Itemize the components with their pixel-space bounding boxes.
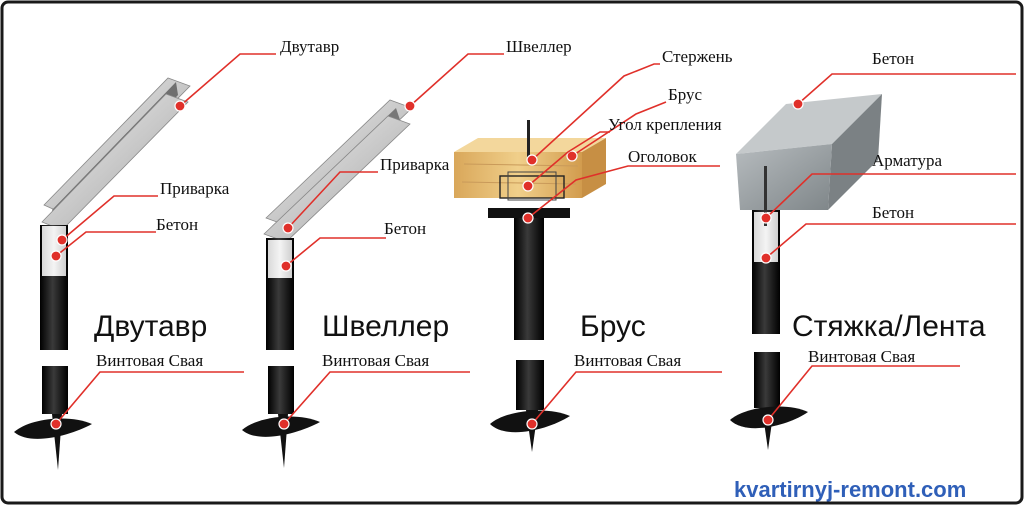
timber-pile-pipe	[514, 218, 544, 340]
dot-i-beam	[174, 100, 186, 112]
channel-pile-lower	[268, 366, 294, 414]
watermark-link[interactable]: kvartirnyj-remont.com	[734, 477, 966, 502]
leader-line	[283, 371, 470, 425]
timber-side	[582, 138, 606, 198]
i-beam-pile-lower	[42, 366, 68, 414]
title-strip: Стяжка/Лента	[792, 310, 986, 343]
label-channel-pile: Винтовая Свая	[322, 351, 429, 370]
label-timber-rod: Стержень	[662, 47, 733, 66]
dot-timber-corner	[522, 180, 534, 192]
leader-line	[765, 173, 1016, 219]
column-strip: Бетон Арматура Бетон Винтовая Свая Стяжк…	[730, 49, 1016, 450]
label-i-beam-concrete: Бетон	[156, 215, 198, 234]
strip-block-side	[828, 94, 882, 210]
dot-timber-cap	[522, 212, 534, 224]
channel-concrete-fill	[268, 240, 292, 278]
dot-channel	[404, 100, 416, 112]
strip-rebar	[764, 166, 767, 226]
dot-channel-concrete	[280, 260, 292, 272]
label-timber-corner: Угол крепления	[608, 115, 722, 134]
timber-corner-bracket	[499, 175, 565, 199]
label-channel-concrete: Бетон	[384, 219, 426, 238]
label-i-beam-weld: Приварка	[160, 179, 230, 198]
dot-timber-rod	[526, 154, 538, 166]
label-strip-rebar: Арматура	[872, 151, 942, 170]
leader-line	[61, 195, 158, 241]
title-i-beam: Двутавр	[94, 310, 207, 343]
column-timber: Стержень Брус Угол крепления Оголовок Ви…	[454, 47, 733, 452]
timber-rod	[527, 120, 530, 160]
label-strip-pile: Винтовая Свая	[808, 347, 915, 366]
label-timber-cap: Оголовок	[628, 147, 697, 166]
leader-line	[55, 231, 156, 257]
label-channel: Швеллер	[506, 37, 572, 56]
leader-line	[531, 371, 722, 425]
label-i-beam: Двутавр	[280, 37, 339, 56]
column-i-beam: Двутавр Приварка Бетон Винтовая Свая Дву…	[14, 37, 339, 470]
label-i-beam-pile: Винтовая Свая	[96, 351, 203, 370]
strip-block-top	[736, 94, 882, 154]
dot-channel-weld	[282, 222, 294, 234]
timber-beam	[454, 152, 582, 198]
dot-i-beam-pile	[50, 418, 62, 430]
label-strip-concrete: Бетон	[872, 203, 914, 222]
title-timber: Брус	[580, 310, 646, 343]
label-timber-pile: Винтовая Свая	[574, 351, 681, 370]
leader-line	[767, 365, 960, 421]
timber-pile-lower	[516, 360, 544, 410]
dot-channel-pile	[278, 418, 290, 430]
dot-strip-rebar	[760, 212, 772, 224]
leader-line	[527, 131, 610, 187]
label-timber-beam: Брус	[668, 85, 703, 104]
leader-line	[409, 53, 504, 107]
leader-line	[287, 171, 378, 229]
leader-line	[797, 73, 1016, 105]
leader-line	[55, 371, 244, 425]
dot-i-beam-weld	[56, 234, 68, 246]
dot-strip-concrete	[760, 252, 772, 264]
column-channel: Швеллер Приварка Бетон Винтовая Свая Шве…	[242, 37, 572, 468]
dot-timber-pile	[526, 418, 538, 430]
strip-concrete-block	[736, 144, 832, 210]
title-channel: Швеллер	[322, 310, 449, 343]
strip-pile-lower	[754, 352, 780, 408]
label-channel-weld: Приварка	[380, 155, 450, 174]
leader-line	[765, 223, 1016, 259]
leader-line	[571, 101, 667, 157]
label-strip-concrete-top: Бетон	[872, 49, 914, 68]
leader-line	[527, 165, 720, 219]
dot-timber-beam	[566, 150, 578, 162]
dot-i-beam-concrete	[50, 250, 62, 262]
leader-line	[179, 53, 276, 107]
leader-line	[531, 63, 660, 161]
dot-strip-concrete-top	[792, 98, 804, 110]
dot-strip-pile	[762, 414, 774, 426]
leader-line	[285, 237, 386, 267]
